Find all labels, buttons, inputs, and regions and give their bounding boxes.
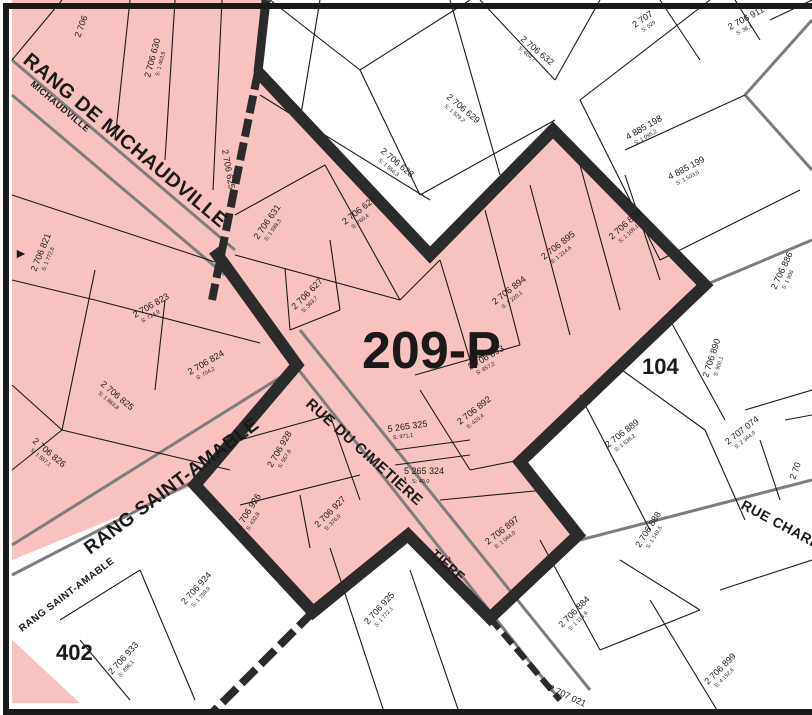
lot-line (11, 194, 216, 263)
lot-line (59, 569, 141, 621)
lot-line (479, 0, 556, 81)
lot-line (234, 254, 401, 301)
lot-line (394, 454, 471, 466)
lot-line (359, 0, 471, 71)
zone-fills (12, 0, 705, 703)
lot-line (579, 0, 711, 101)
lot-number: 5 265 324 (404, 466, 444, 476)
lot-line (164, 0, 176, 161)
lot-line (139, 569, 196, 701)
zone-boundary-dashed-southeast (487, 616, 563, 702)
lot-line (239, 414, 331, 441)
lot-line (409, 569, 461, 715)
zone-label-104: 104 (642, 354, 679, 379)
zone-boundary-209p (186, 67, 714, 627)
lot-line (529, 184, 571, 336)
lot-line (744, 389, 812, 411)
lot-label: 5 265 324 S: 49,0 (404, 466, 444, 485)
lot-line (299, 494, 311, 549)
road-line (579, 478, 812, 542)
lot-line (359, 69, 421, 196)
lot-area: S: 49,0 (412, 479, 429, 485)
lot-line (11, 384, 63, 431)
zone-label-209p: 209-P (362, 322, 501, 380)
road-line (704, 238, 812, 287)
lot-line (579, 164, 621, 311)
road-line (743, 94, 812, 171)
map-frame (3, 3, 812, 715)
map-marker: ► (14, 245, 28, 261)
zone-labels: 209-P 104 402 (56, 322, 679, 665)
lot-line (419, 389, 471, 471)
lot-line (94, 299, 261, 344)
roads (11, 19, 812, 701)
lot-line (614, 364, 706, 431)
zone-boundary-dashed-south (207, 609, 316, 715)
lot-line (394, 439, 471, 451)
lot-line (784, 414, 812, 421)
lot-line (299, 0, 321, 121)
lot-line (599, 609, 701, 651)
zone-label-402: 402 (56, 640, 93, 665)
lot-line (469, 459, 521, 471)
lot-line (484, 209, 521, 346)
lot-line (154, 299, 166, 391)
lot-line (212, 0, 223, 191)
lot-line (324, 164, 401, 301)
road-line (11, 363, 301, 547)
lot-line (659, 189, 801, 261)
road-line (11, 58, 236, 252)
lot-line (269, 0, 361, 71)
zone-402-southwest-fill (12, 640, 80, 703)
lot-line (61, 269, 96, 431)
zone-boundary-north (253, 0, 271, 73)
lot-line (289, 309, 341, 331)
lot-lines (11, 0, 812, 715)
lot-line (234, 164, 326, 216)
lot-line (579, 394, 651, 531)
lot-line (61, 429, 231, 471)
road-line (298, 329, 592, 691)
lot-line (719, 559, 812, 591)
lot-line (759, 439, 781, 501)
lot-line (284, 267, 291, 331)
zone-402-west-fill (12, 0, 297, 560)
lot-line (554, 0, 601, 81)
lot-line (704, 429, 746, 521)
lot-line (11, 429, 63, 471)
lot-line (649, 599, 721, 715)
lot-line (239, 474, 361, 506)
road-line (11, 476, 201, 577)
road-line (743, 19, 812, 96)
lot-line (329, 414, 361, 501)
lot-line (449, 0, 501, 176)
lot-line (439, 489, 546, 501)
lot-line (79, 639, 131, 701)
lot-line (439, 259, 471, 361)
lot-line (659, 0, 701, 61)
zone-209p-fill (195, 72, 705, 618)
lot-line (329, 239, 341, 311)
lot-line (11, 279, 96, 301)
lot-line (114, 0, 131, 141)
zone-boundaries (186, 0, 714, 715)
road-line (11, 93, 226, 277)
lot-line (414, 344, 521, 376)
lot-area: S: 971,1 (393, 433, 414, 442)
lot-line (399, 259, 441, 301)
lot-line (624, 94, 746, 151)
lot-line (419, 119, 556, 196)
zone-boundary-dashed-north (208, 71, 262, 301)
lot-line (619, 559, 701, 611)
lot-line (669, 319, 726, 421)
lot-line (329, 547, 386, 715)
lot-line (11, 0, 63, 61)
